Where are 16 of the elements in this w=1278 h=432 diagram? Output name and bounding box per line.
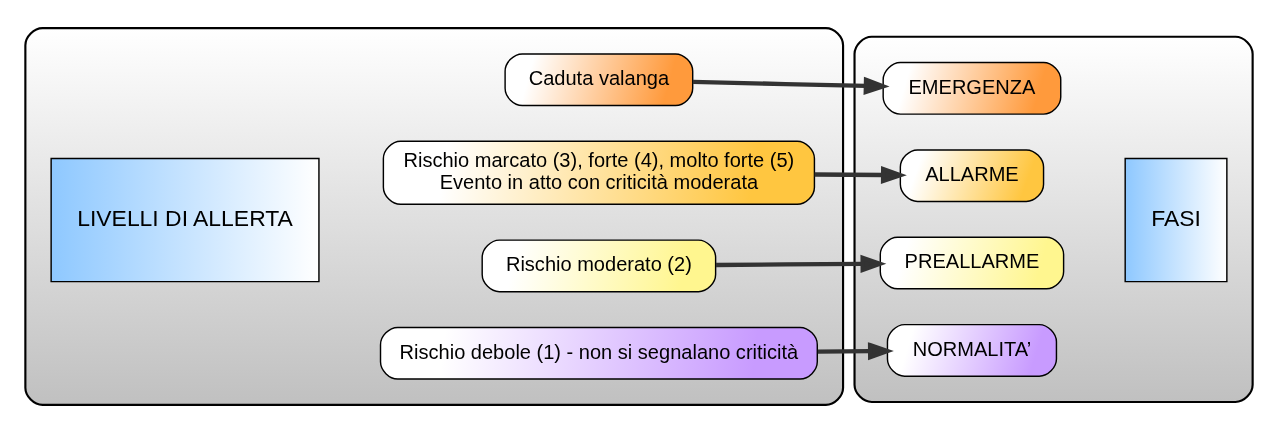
node-box: EMERGENZA xyxy=(882,61,1062,115)
node-box: FASI xyxy=(1124,157,1228,282)
node-box: Rischio marcato (3), forte (4), molto forte (5) Evento in atto con criticità moderata xyxy=(382,140,816,205)
arrow xyxy=(692,76,890,95)
node-box: Rischio moderato (2) xyxy=(481,238,717,292)
cluster xyxy=(853,35,1254,403)
node-box: Rischio debole (1) - non si segnalano criticità xyxy=(379,326,818,380)
arrow xyxy=(715,254,887,273)
arrow xyxy=(817,341,894,360)
node-box: LIVELLI DI ALLERTA xyxy=(50,157,320,282)
cluster xyxy=(24,26,845,406)
node-box: Caduta valanga xyxy=(504,52,694,106)
arrow xyxy=(814,165,907,184)
node-box: ALLARME xyxy=(899,148,1045,202)
node-box: PREALLARME xyxy=(879,236,1065,290)
node-box: NORMALITA’ xyxy=(886,323,1058,377)
